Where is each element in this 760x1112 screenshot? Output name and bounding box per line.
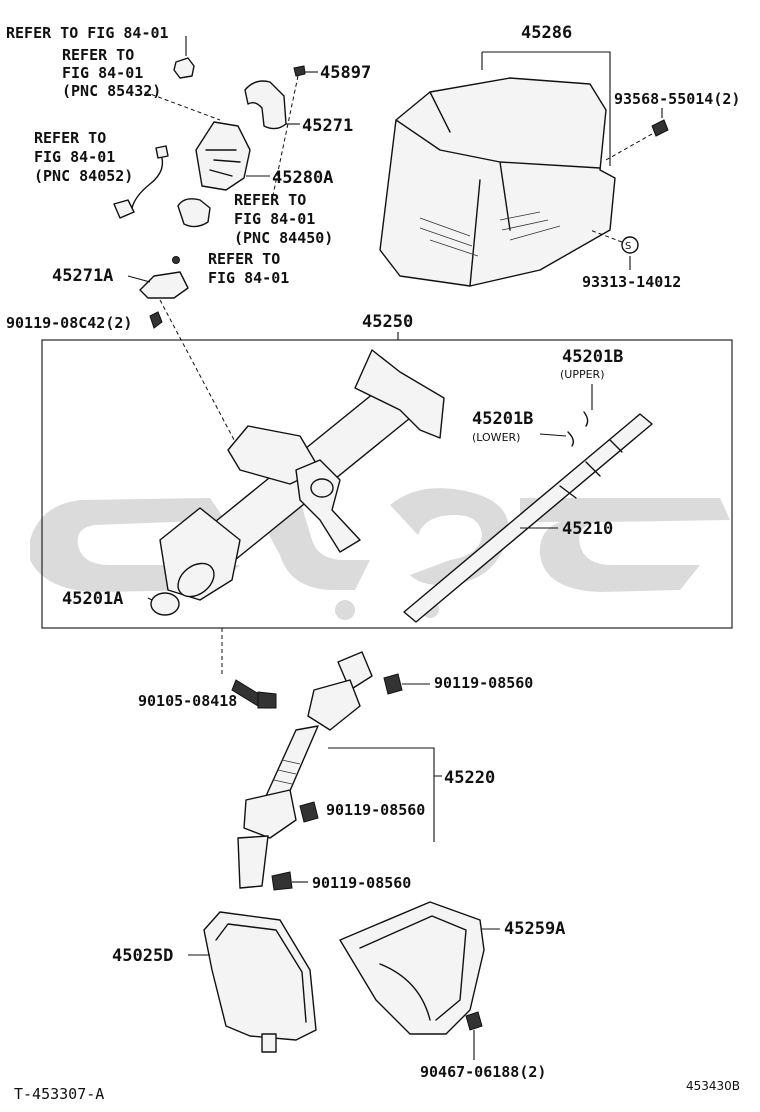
column-assembly-box bbox=[41, 339, 733, 629]
column-cover-45286[interactable]: S bbox=[379, 77, 669, 287]
ref-84450-line3: (PNC 84450) bbox=[234, 229, 333, 247]
bolt-icon bbox=[149, 311, 163, 329]
ref-84052-line3: (PNC 84052) bbox=[34, 167, 133, 185]
lower-joint-icon bbox=[243, 789, 297, 839]
part-45025d[interactable] bbox=[203, 911, 317, 1053]
ref-84052-line2: FIG 84-01 bbox=[34, 148, 115, 166]
footer-left-code: T-453307-A bbox=[14, 1085, 104, 1103]
screw-icon bbox=[293, 65, 306, 77]
switch-body-icon bbox=[195, 121, 251, 191]
top-left-small-parts bbox=[113, 36, 318, 471]
bolt-08560-b-icon[interactable] bbox=[299, 801, 319, 823]
part-45201b-lower-label: 45201B bbox=[472, 409, 533, 429]
steering-column-tube[interactable] bbox=[159, 349, 445, 603]
ref-84052-line1: REFER TO bbox=[34, 129, 106, 147]
upper-joint-icon bbox=[307, 679, 361, 731]
part-93313-label: 93313-14012 bbox=[582, 273, 681, 291]
hole-cover-icon bbox=[339, 901, 485, 1035]
clamp-upper-icon bbox=[244, 80, 287, 130]
ref-84450-line1: REFER TO bbox=[234, 191, 306, 209]
part-45286-label: 45286 bbox=[521, 23, 572, 43]
upper-note: (UPPER) bbox=[560, 368, 605, 381]
part-90119-08560-b-label: 90119-08560 bbox=[326, 801, 425, 819]
svg-text:S: S bbox=[625, 241, 631, 252]
ref-plain-line1: REFER TO bbox=[208, 250, 280, 268]
ref-fig-label: REFER TO FIG 84-01 bbox=[6, 24, 169, 42]
column-bracket-upper-icon bbox=[354, 349, 445, 439]
main-shaft-45210[interactable] bbox=[403, 413, 653, 623]
lower-note: (LOWER) bbox=[472, 431, 520, 444]
part-93568-label: 93568-55014(2) bbox=[614, 90, 740, 108]
part-90119-08560-c-label: 90119-08560 bbox=[312, 874, 411, 892]
part-45201b-upper-label: 45201B bbox=[562, 347, 623, 367]
part-90119-08c42-label: 90119-08C42(2) bbox=[6, 314, 132, 332]
connector-icon bbox=[173, 57, 195, 79]
part-45280a-label: 45280A bbox=[272, 168, 333, 188]
part-45897-label: 45897 bbox=[320, 63, 371, 83]
bolt-08560-c-icon[interactable] bbox=[271, 871, 293, 891]
ref-85432-line2: FIG 84-01 bbox=[62, 64, 143, 82]
ref-85432-line1: REFER TO bbox=[62, 46, 134, 64]
bolt-08560-a-icon[interactable] bbox=[383, 673, 403, 695]
cover-screw-icon bbox=[651, 119, 669, 137]
label-group-top-left: REFER TO FIG 84-01 REFER TO FIG 84-01 (P… bbox=[6, 24, 371, 332]
part-45201a-label: 45201A bbox=[62, 589, 123, 609]
clamp-lower-icon bbox=[139, 271, 189, 299]
bushing-45201a-icon[interactable] bbox=[150, 592, 180, 616]
clip-90467-icon[interactable] bbox=[465, 1011, 483, 1031]
ref-plain-line2: FIG 84-01 bbox=[208, 269, 289, 287]
watermark-logo bbox=[30, 488, 730, 620]
ref-85432-line3: (PNC 85432) bbox=[62, 82, 161, 100]
lower-yoke-icon bbox=[237, 835, 269, 889]
upper-cover-icon bbox=[379, 77, 616, 287]
part-45286-leader bbox=[481, 51, 611, 166]
ring-upper-icon[interactable] bbox=[583, 411, 589, 427]
key-cylinder-icon bbox=[177, 198, 211, 228]
part-45271-label: 45271 bbox=[302, 116, 353, 136]
intermediate-shaft-45220[interactable] bbox=[237, 651, 373, 889]
cover-hatching bbox=[419, 211, 561, 257]
cover-clip-icon bbox=[621, 236, 639, 254]
column-boot-icon bbox=[203, 911, 317, 1041]
part-45025d-label: 45025D bbox=[112, 946, 173, 966]
part-45259a-label: 45259A bbox=[504, 919, 565, 939]
wire-harness-icon bbox=[131, 151, 164, 209]
part-90119-08560-a-label: 90119-08560 bbox=[434, 674, 533, 692]
part-45259a[interactable] bbox=[339, 901, 485, 1035]
part-90467-label: 90467-06188(2) bbox=[420, 1063, 546, 1081]
part-45210-label: 45210 bbox=[562, 519, 613, 539]
part-45250-label: 45250 bbox=[362, 312, 413, 332]
wire-connector-icon bbox=[113, 199, 135, 219]
ref-84450-line2: FIG 84-01 bbox=[234, 210, 315, 228]
part-45220-label: 45220 bbox=[444, 768, 495, 788]
part-90105-label: 90105-08418 bbox=[138, 692, 237, 710]
ring-lower-icon[interactable] bbox=[567, 431, 575, 447]
footer-right-code: 453430B bbox=[686, 1079, 740, 1093]
shaft-tube-icon bbox=[265, 725, 319, 801]
part-45271a-label: 45271A bbox=[52, 266, 113, 286]
